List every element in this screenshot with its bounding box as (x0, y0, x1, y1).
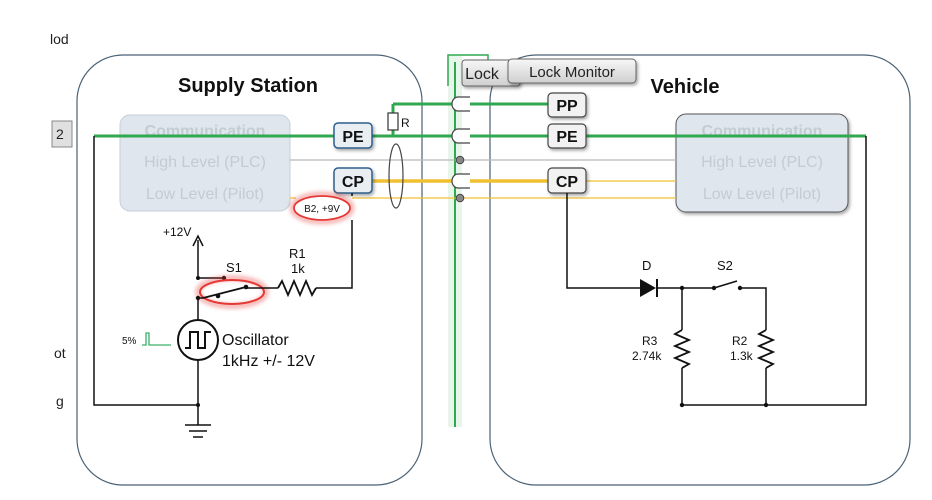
resistor-r (387, 112, 399, 131)
oscillator-symbol (177, 319, 219, 361)
edge-fragment-bottom: g (56, 393, 64, 409)
wire-vehicle-return (682, 136, 867, 406)
vehicle-comm-high: High Level (PLC) (701, 154, 823, 171)
lock-monitor-label: Lock Monitor (529, 64, 615, 81)
r2-label: R2 (732, 334, 748, 348)
lock-button[interactable]: Lock (461, 59, 521, 87)
resistor-r3 (672, 329, 692, 369)
vehicle-cp-label: CP (556, 174, 579, 191)
osc-duty-wave (142, 332, 171, 346)
supply-cp-label: CP (342, 174, 365, 191)
node-plus12 (196, 276, 200, 280)
vehicle-pp-pin: PP (547, 92, 587, 118)
edge-fragment-top: lod (50, 31, 69, 47)
wire-supply-loop (93, 136, 198, 406)
contact-pilot (455, 193, 465, 203)
edge-fragment-mid: ot (54, 345, 66, 361)
vehicle-comm-box: Communication High Level (PLC) Low Level… (675, 113, 849, 213)
vehicle-pe-pin: PE (547, 123, 587, 149)
lock-label: Lock (465, 66, 500, 83)
ground-symbol (185, 424, 211, 438)
r2-value: 1.3k (730, 349, 754, 363)
resistor-r2 (756, 329, 776, 369)
s1-label: S1 (226, 260, 242, 275)
node-r3-bottom (679, 402, 685, 408)
r3-value: 2.74k (632, 349, 662, 363)
edge-tab-label: 2 (56, 126, 64, 142)
cp-connector-ring (388, 143, 404, 209)
node-r2-bottom (763, 402, 769, 408)
contact-cp (451, 173, 470, 189)
s2-label: S2 (717, 258, 733, 273)
supply-cp-pin: CP (333, 167, 373, 194)
vehicle-title: Vehicle (651, 76, 720, 98)
lock-monitor-button[interactable]: Lock Monitor (507, 58, 637, 84)
r3-label: R3 (642, 334, 658, 348)
resistor-r-label: R (401, 116, 410, 130)
s1-switch[interactable] (195, 275, 269, 309)
osc-duty-label: 5% (122, 336, 137, 347)
plus12-label: +12V (163, 225, 191, 239)
plus12-arrow (192, 234, 204, 247)
b2-measure-point: B2, +9V (290, 192, 354, 224)
wire-s2-r2 (740, 287, 767, 330)
supply-comm-box: Communication High Level (PLC) Low Level… (119, 114, 291, 212)
edge-tab: 2 (51, 120, 73, 148)
supply-station-title: Supply Station (178, 75, 318, 97)
vehicle-pe-label: PE (556, 129, 578, 146)
wire-vehicle-cp (566, 193, 630, 289)
contact-plc (455, 155, 465, 165)
osc-spec: 1kHz +/- 12V (222, 353, 315, 370)
vehicle-comm-low: Low Level (Pilot) (703, 186, 821, 203)
supply-comm-high: High Level (PLC) (144, 154, 266, 171)
osc-name: Oscillator (222, 332, 289, 349)
node-ground (196, 403, 200, 407)
node-s1-bottom (195, 295, 201, 301)
vehicle-cp-pin: CP (547, 167, 587, 194)
contact-pe (451, 128, 470, 144)
b2-label: B2, +9V (304, 204, 340, 215)
supply-comm-low: Low Level (Pilot) (146, 186, 264, 203)
contact-pp (451, 96, 470, 112)
d-label: D (642, 258, 651, 273)
r1-value: 1k (291, 261, 305, 276)
resistor-r1 (277, 278, 317, 298)
wire-r1-cp (316, 220, 353, 289)
supply-pe-label: PE (342, 129, 364, 146)
r1-label: R1 (289, 246, 306, 261)
vehicle-pp-label: PP (556, 98, 578, 115)
supply-pe-pin: PE (333, 122, 373, 149)
